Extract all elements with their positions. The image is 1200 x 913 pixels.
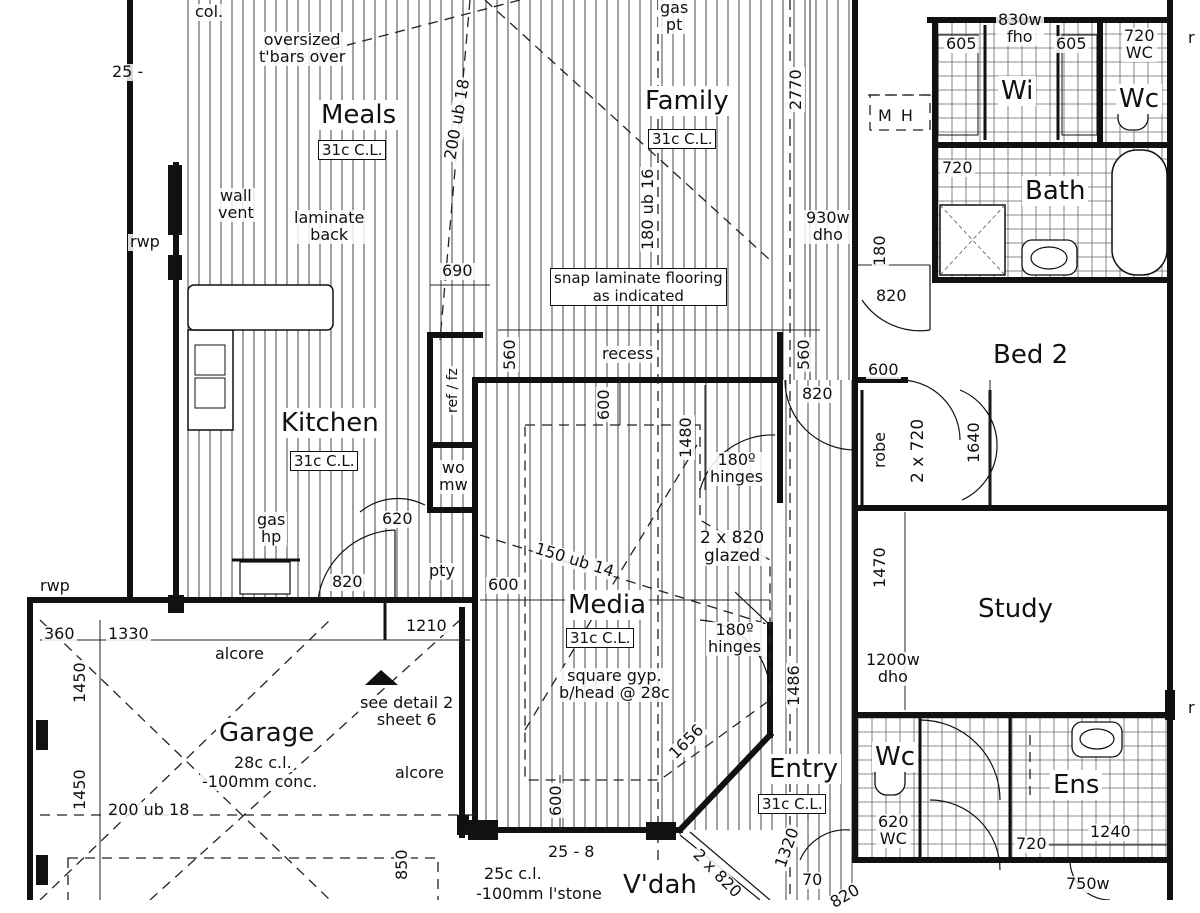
dim-70: 70	[800, 870, 825, 889]
room-name-ens: Ens	[1050, 770, 1103, 800]
dim-720-bath: 720	[940, 158, 975, 177]
room-name-entry: Entry	[766, 754, 842, 784]
note-col: col.	[193, 2, 226, 21]
room-name-verandah: V'dah	[620, 870, 700, 900]
note-alcore-bottom: alcore	[393, 763, 446, 782]
note-750w: 750w	[1064, 874, 1112, 893]
dim-560-left: 560	[500, 337, 519, 372]
dim-600-media-top: 600	[594, 387, 613, 422]
dim-1210: 1210	[404, 616, 449, 635]
dim-605-right: 605	[1054, 34, 1089, 53]
dim-1470: 1470	[870, 545, 889, 590]
ceiling-label-kitchen: 31c C.L.	[290, 451, 359, 471]
dashed-lines	[39, 0, 1031, 900]
note-garage-ceiling: 28c c.l.	[232, 753, 294, 772]
walls	[27, 0, 1173, 900]
note-verandah-limestone: -100mm l'stone	[474, 884, 604, 903]
room-name-kitchen: Kitchen	[278, 408, 382, 438]
room-name-media: Media	[565, 590, 650, 620]
room-name-study: Study	[975, 594, 1057, 624]
detail-marker-icon	[365, 670, 398, 685]
kitchen-bench	[187, 284, 334, 595]
dim-600-media-bottom: 600	[546, 783, 565, 818]
columns	[36, 165, 1175, 885]
dim-1240: 1240	[1088, 822, 1133, 841]
room-name-bath: Bath	[1022, 176, 1089, 206]
dim-1330: 1330	[106, 624, 151, 643]
dim-180: 180	[870, 233, 889, 268]
ceiling-label-family: 31c C.L.	[648, 129, 717, 149]
room-name-wi: Wi	[998, 76, 1037, 106]
note-garage-concrete: -100mm conc.	[200, 772, 320, 791]
note-manhole: M H	[876, 106, 917, 125]
dim-820-bath: 820	[874, 286, 909, 305]
note-square-gyp: square gyp.b/head @ 28c	[557, 666, 672, 702]
room-name-bed-2: Bed 2	[990, 340, 1072, 370]
dim-1640: 1640	[964, 420, 983, 465]
note-r-mid: r	[1186, 698, 1197, 717]
note-robe-doors: 2 x 720	[908, 416, 928, 485]
dimension-lines	[40, 0, 1170, 900]
ceiling-label-media: 31c C.L.	[566, 628, 635, 648]
note-rwp-left: rwp	[128, 232, 162, 251]
dim-690: 690	[440, 261, 475, 280]
dim-600-media-left: 600	[486, 575, 521, 594]
dim-560-right: 560	[794, 337, 813, 372]
note-recess: recess	[600, 344, 656, 363]
dim-720-ens: 720	[1014, 834, 1049, 853]
dim-820-family: 820	[800, 384, 835, 403]
note-180-ub-16: 180 ub 16	[638, 166, 657, 252]
dim-600-bed: 600	[866, 360, 901, 379]
note-rwp-garage: rwp	[38, 576, 72, 595]
note-verandah-25-8: 25 - 8	[546, 842, 597, 861]
dim-1450-upper: 1450	[70, 660, 89, 705]
dim-25: 25 -	[110, 62, 146, 81]
room-name-meals: Meals	[318, 100, 400, 130]
dim-850: 850	[392, 847, 411, 882]
dim-2770: 2770	[786, 67, 805, 112]
note-verandah-ceiling: 25c c.l.	[482, 864, 544, 883]
note-r-top: r	[1186, 28, 1197, 47]
note-robe: robe	[870, 429, 889, 470]
note-alcore-top: alcore	[213, 644, 266, 663]
dim-1450-lower: 1450	[70, 767, 89, 812]
dim-1480: 1480	[676, 415, 695, 460]
ceiling-label-meals: 31c C.L.	[318, 140, 387, 160]
dim-820-kitchen: 820	[330, 572, 365, 591]
note-200-ub-18-garage: 200 ub 18	[106, 800, 192, 819]
note-pty: pty	[427, 561, 457, 580]
dim-605-left: 605	[944, 34, 979, 53]
ceiling-label-entry: 31c C.L.	[758, 794, 827, 814]
note-ref-fz: ref / fz	[445, 366, 461, 415]
room-name-wc-top: Wc	[1116, 84, 1163, 114]
dim-620: 620	[380, 509, 415, 528]
room-name-family: Family	[642, 86, 732, 116]
dim-1486: 1486	[784, 663, 803, 708]
room-name-garage: Garage	[216, 718, 318, 748]
dim-360: 360	[42, 624, 77, 643]
room-name-wc-ens: Wc	[872, 742, 919, 772]
